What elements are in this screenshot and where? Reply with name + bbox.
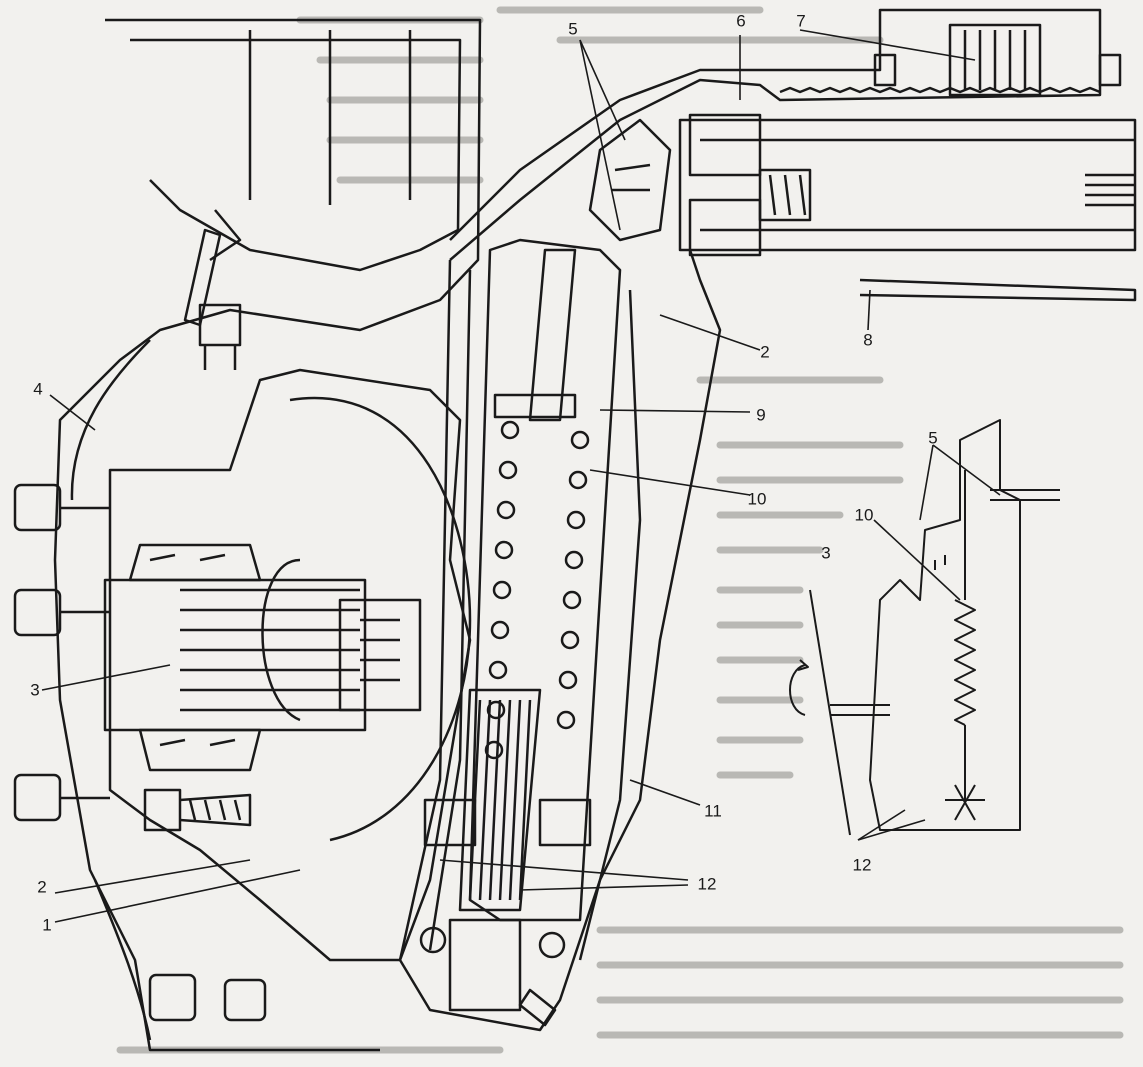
hub-splined-shaft <box>103 578 422 732</box>
steering-knuckle <box>108 368 472 962</box>
callout-10-main: 10 <box>747 489 767 509</box>
wheel-nuts <box>13 483 267 1022</box>
leader-lines <box>41 29 1001 923</box>
thrust-washer <box>493 393 577 419</box>
callout-2-right: 2 <box>760 342 770 362</box>
callout-8: 8 <box>863 330 873 350</box>
callout-5-main: 5 <box>568 19 578 39</box>
coil-spring <box>484 420 590 760</box>
callout-3-inset: 3 <box>821 543 831 563</box>
callout-2-left: 2 <box>37 877 47 897</box>
fixing-bolt-lower <box>143 788 252 832</box>
fixing-bolt-upper <box>198 303 242 370</box>
schematic-axle-line <box>809 589 851 836</box>
schematic-coupling <box>830 704 890 716</box>
callout-11: 11 <box>704 801 722 821</box>
lower-bearings <box>419 798 592 1012</box>
callout-7: 7 <box>796 11 806 31</box>
schematic-inset <box>789 419 1060 836</box>
top-nut <box>873 23 1122 97</box>
wheel-rim <box>53 18 482 1052</box>
callout-12-inset: 12 <box>852 855 872 875</box>
rotation-arrow <box>789 664 806 716</box>
callout-12-main: 12 <box>697 874 717 894</box>
top-thread <box>779 86 1101 94</box>
horizontal-drive-shaft <box>678 113 1137 302</box>
main-housing <box>398 8 1102 1032</box>
callout-9: 9 <box>756 405 766 425</box>
grease-nipple <box>518 988 557 1027</box>
callout-3-main: 3 <box>30 680 40 700</box>
schematic-bevel <box>945 784 985 821</box>
callout-1: 1 <box>42 915 52 935</box>
background-text-lines <box>116 6 1124 1054</box>
callout-5-inset: 5 <box>928 428 938 448</box>
callout-10-inset: 10 <box>854 505 874 525</box>
upper-bevel-gear <box>588 118 672 242</box>
hub-bearings <box>128 543 262 772</box>
callout-6: 6 <box>736 11 746 31</box>
callout-4: 4 <box>33 379 43 399</box>
schematic-spring <box>954 599 976 726</box>
kingpin-spring-assembly <box>458 238 622 922</box>
